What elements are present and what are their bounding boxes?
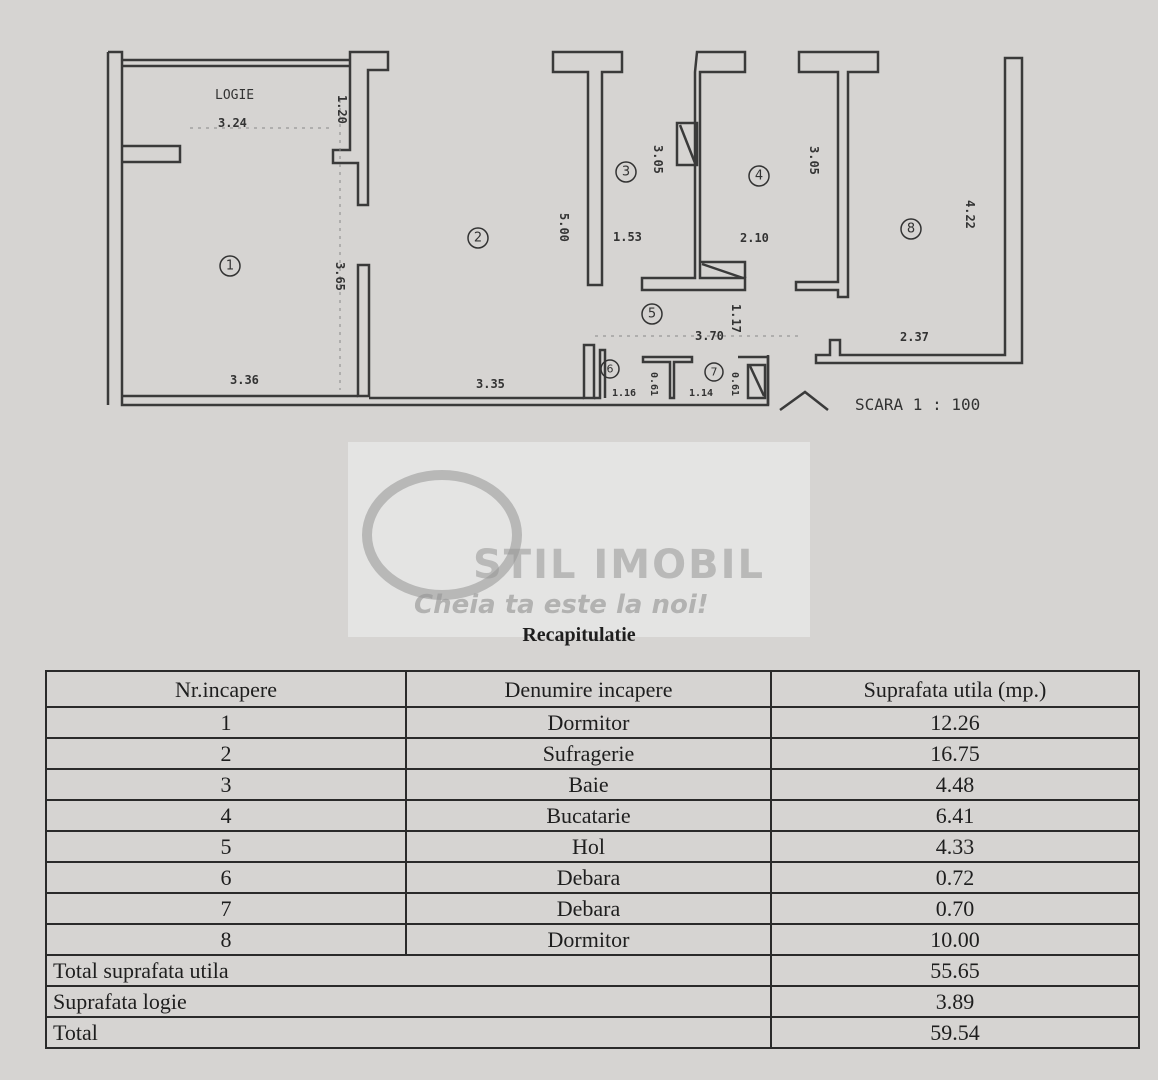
- floor-plan: LOGIE 3.24 1.20 3.36 3.65 3.35 5.00 1.53…: [106, 50, 1024, 414]
- svg-text:2: 2: [474, 231, 482, 246]
- watermark: STIL IMOBIL Cheia ta este la noi!: [348, 442, 810, 637]
- cell-nr: 7: [45, 892, 407, 925]
- cell-name: Dormitor: [405, 706, 772, 739]
- dim-r8-width: 2.37: [900, 330, 929, 344]
- watermark-slogan: Cheia ta este la noi!: [414, 590, 709, 620]
- dim-r1-width: 3.36: [230, 373, 259, 387]
- cell-area: 0.70: [770, 892, 1140, 925]
- cell-area: 4.33: [770, 830, 1140, 863]
- dim-r3-height: 3.05: [651, 145, 665, 174]
- svg-text:5: 5: [648, 307, 656, 322]
- dim-r6-height: 0.61: [648, 372, 659, 396]
- cell-area: 0.72: [770, 861, 1140, 894]
- watermark-logo-icon: [362, 470, 522, 600]
- cell-name: Dormitor: [405, 923, 772, 956]
- dim-r7-height: 0.61: [729, 372, 740, 396]
- room-marker-5: 5: [641, 303, 663, 325]
- svg-text:8: 8: [907, 222, 915, 237]
- cell-name: Debara: [405, 892, 772, 925]
- svg-text:3: 3: [622, 165, 630, 180]
- header-room-number: Nr.incapere: [45, 670, 407, 708]
- svg-text:4: 4: [755, 169, 763, 184]
- dim-r7-width: 1.14: [689, 388, 713, 399]
- cell-area: 10.00: [770, 923, 1140, 956]
- cell-name: Debara: [405, 861, 772, 894]
- cell-area: 6.41: [770, 799, 1140, 832]
- room-marker-3: 3: [615, 161, 637, 183]
- logia-label: LOGIE: [215, 88, 254, 103]
- dim-r2-width: 3.35: [476, 377, 505, 391]
- total-label: Suprafata logie: [45, 985, 772, 1018]
- cell-name: Bucatarie: [405, 799, 772, 832]
- cell-nr: 4: [45, 799, 407, 832]
- room-marker-1: 1: [219, 255, 241, 277]
- dim-r5-width: 3.70: [695, 329, 724, 343]
- dim-r8-height: 4.22: [963, 200, 977, 229]
- dim-r1-height: 3.65: [333, 262, 347, 291]
- dim-r4-height: 3.05: [807, 146, 821, 175]
- total-value: 3.89: [770, 985, 1140, 1018]
- dim-logia-width: 3.24: [218, 116, 247, 130]
- cell-name: Sufragerie: [405, 737, 772, 770]
- dim-r3-width: 1.53: [613, 230, 642, 244]
- dim-r6-width: 1.16: [612, 388, 636, 399]
- cell-nr: 5: [45, 830, 407, 863]
- total-label: Total: [45, 1016, 772, 1049]
- cell-nr: 6: [45, 861, 407, 894]
- room-marker-8: 8: [900, 218, 922, 240]
- cell-area: 12.26: [770, 706, 1140, 739]
- cell-area: 4.48: [770, 768, 1140, 801]
- table-header-row: Nr.incapere Denumire incapere Suprafata …: [45, 670, 1140, 708]
- svg-text:7: 7: [711, 366, 718, 379]
- total-value: 55.65: [770, 954, 1140, 987]
- dim-logia-depth: 1.20: [335, 95, 349, 124]
- cell-name: Baie: [405, 768, 772, 801]
- svg-text:1: 1: [226, 259, 234, 274]
- room-marker-2: 2: [467, 227, 489, 249]
- header-usable-area: Suprafata utila (mp.): [770, 670, 1140, 708]
- cell-area: 16.75: [770, 737, 1140, 770]
- cell-nr: 1: [45, 706, 407, 739]
- summary-title: Recapitulatie: [522, 624, 636, 646]
- room-marker-4: 4: [748, 165, 770, 187]
- header-room-name: Denumire incapere: [405, 670, 772, 708]
- dim-r4-width: 2.10: [740, 231, 769, 245]
- room-marker-6: 6: [600, 359, 620, 379]
- cell-nr: 3: [45, 768, 407, 801]
- svg-text:6: 6: [607, 363, 614, 376]
- dim-r2-height: 5.00: [557, 213, 571, 242]
- total-label: Total suprafata utila: [45, 954, 772, 987]
- summary-table: Nr.incapere Denumire incapere Suprafata …: [45, 670, 1140, 1049]
- cell-nr: 8: [45, 923, 407, 956]
- total-value: 59.54: [770, 1016, 1140, 1049]
- watermark-brand: STIL IMOBIL: [473, 542, 765, 588]
- room-marker-7: 7: [704, 362, 724, 382]
- dim-r5-height: 1.17: [729, 304, 743, 333]
- scale-label: SCARA 1 : 100: [855, 395, 980, 414]
- cell-name: Hol: [405, 830, 772, 863]
- cell-nr: 2: [45, 737, 407, 770]
